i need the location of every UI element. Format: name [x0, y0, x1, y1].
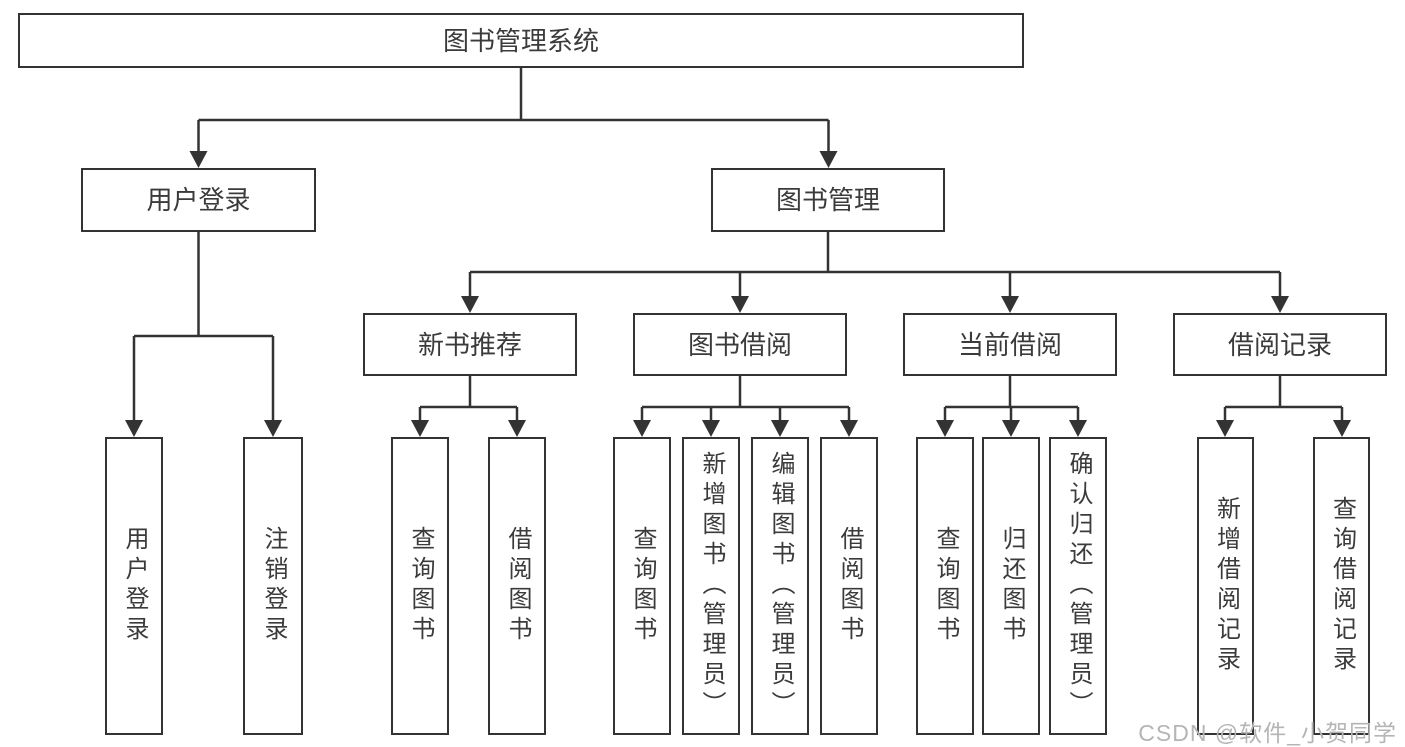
- arrowhead-down-icon: [936, 420, 954, 437]
- node-edit-book-admin: 编辑图书（管理员）: [751, 437, 809, 735]
- node-user-login: 用户登录: [81, 168, 316, 232]
- node-book-borrow-label: 图书借阅: [687, 329, 792, 360]
- arrowhead-down-icon: [840, 420, 858, 437]
- node-query-borrow-record-label: 查询借阅记录: [1328, 496, 1356, 676]
- arrowhead-down-icon: [1333, 420, 1351, 437]
- node-borrow-books-recommend-label: 借阅图书: [504, 526, 531, 646]
- node-confirm-return-admin: 确认归还（管理员）: [1049, 437, 1107, 735]
- connector-new-books-to-leaves: [411, 376, 526, 437]
- node-return-books-label: 归还图书: [998, 526, 1025, 646]
- node-book-borrow: 图书借阅: [633, 313, 847, 376]
- node-borrow-books-recommend: 借阅图书: [488, 437, 546, 735]
- node-user-login-leaf-label: 用户登录: [121, 526, 148, 646]
- node-logout-leaf: 注销登录: [243, 437, 303, 735]
- node-book-management-label: 图书管理: [775, 185, 880, 215]
- node-add-borrow-record: 新增借阅记录: [1197, 437, 1254, 735]
- node-current-borrow: 当前借阅: [903, 313, 1117, 376]
- arrowhead-down-icon: [702, 420, 720, 437]
- node-query-books-current-label: 查询图书: [932, 526, 959, 646]
- arrowhead-down-icon: [508, 420, 526, 437]
- node-query-books-recommend: 查询图书: [391, 437, 449, 735]
- node-return-books: 归还图书: [982, 437, 1040, 735]
- watermark: CSDN @软件_小贺同学: [1138, 720, 1397, 746]
- arrowhead-down-icon: [1069, 420, 1087, 437]
- arrowhead-down-icon: [264, 420, 282, 437]
- node-borrow-records-label: 借阅记录: [1227, 329, 1332, 360]
- arrowhead-down-icon: [819, 151, 838, 168]
- node-user-login-leaf: 用户登录: [105, 437, 163, 735]
- connector-book-mgmt-to-level3: [461, 232, 1289, 313]
- node-borrow-records: 借阅记录: [1173, 313, 1387, 376]
- node-add-book-admin: 新增图书（管理员）: [682, 437, 740, 735]
- node-query-books-recommend-label: 查询图书: [407, 526, 434, 646]
- arrowhead-down-icon: [1216, 420, 1234, 437]
- node-new-book-recommend-label: 新书推荐: [417, 329, 522, 360]
- arrowhead-down-icon: [189, 151, 208, 168]
- node-edit-book-admin-label: 编辑图书（管理员）: [767, 451, 794, 721]
- node-add-book-admin-label: 新增图书（管理员）: [698, 451, 725, 721]
- node-query-books-borrow-label: 查询图书: [629, 526, 656, 646]
- node-query-books-current: 查询图书: [916, 437, 974, 735]
- connector-current-borrow-to-leaves: [936, 376, 1087, 437]
- node-library-system: 图书管理系统: [18, 13, 1024, 68]
- arrowhead-down-icon: [461, 296, 479, 313]
- arrowhead-down-icon: [125, 420, 143, 437]
- connector-root-to-level2: [189, 68, 838, 168]
- arrowhead-down-icon: [771, 420, 789, 437]
- node-user-login-label: 用户登录: [146, 185, 251, 215]
- node-confirm-return-admin-label: 确认归还（管理员）: [1065, 451, 1092, 721]
- node-query-borrow-record: 查询借阅记录: [1313, 437, 1370, 735]
- node-library-system-label: 图书管理系统: [442, 25, 599, 56]
- node-query-books-borrow: 查询图书: [613, 437, 671, 735]
- connector-user-login-to-leaves: [125, 232, 282, 437]
- arrowhead-down-icon: [1002, 420, 1020, 437]
- arrowhead-down-icon: [1001, 296, 1019, 313]
- arrowhead-down-icon: [731, 296, 749, 313]
- node-borrow-books-leaf: 借阅图书: [820, 437, 878, 735]
- node-add-borrow-record-label: 新增借阅记录: [1212, 496, 1240, 676]
- node-new-book-recommend: 新书推荐: [363, 313, 577, 376]
- arrowhead-down-icon: [1271, 296, 1289, 313]
- node-current-borrow-label: 当前借阅: [957, 329, 1062, 360]
- connector-book-borrow-to-leaves: [633, 376, 858, 437]
- node-book-management: 图书管理: [711, 168, 945, 232]
- arrowhead-down-icon: [633, 420, 651, 437]
- connector-borrow-records-to-leaves: [1216, 376, 1351, 437]
- arrowhead-down-icon: [411, 420, 429, 437]
- node-logout-leaf-label: 注销登录: [260, 526, 287, 646]
- node-borrow-books-leaf-label: 借阅图书: [836, 526, 863, 646]
